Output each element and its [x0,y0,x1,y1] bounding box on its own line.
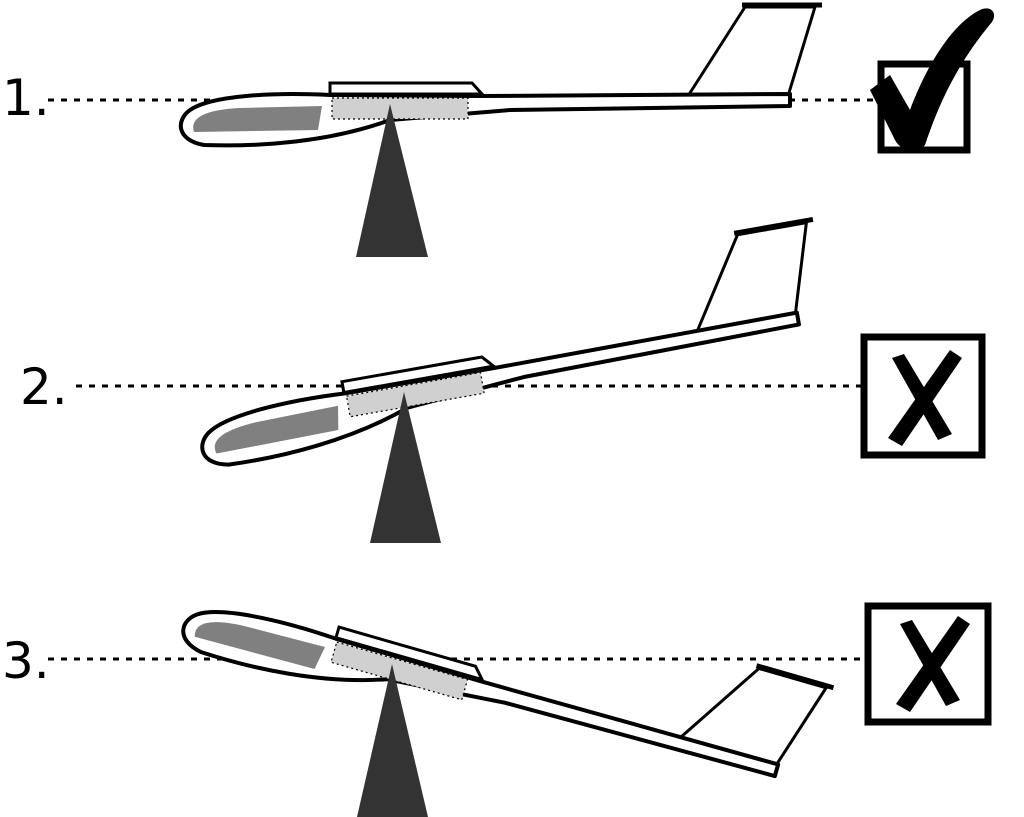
pivot-stand-2 [370,392,441,543]
test-1-group [48,5,995,257]
test-label-3: 3. [2,632,50,690]
test-3-group [48,511,992,817]
test-2-group [76,219,986,543]
glider-3 [178,511,833,817]
pivot-stand-3 [357,664,428,817]
pivot-stand-1 [356,104,428,257]
test-label-1: 1. [2,69,50,127]
test-label-2: 2. [20,358,68,416]
glider-2 [181,219,837,469]
glider-1 [181,5,822,145]
